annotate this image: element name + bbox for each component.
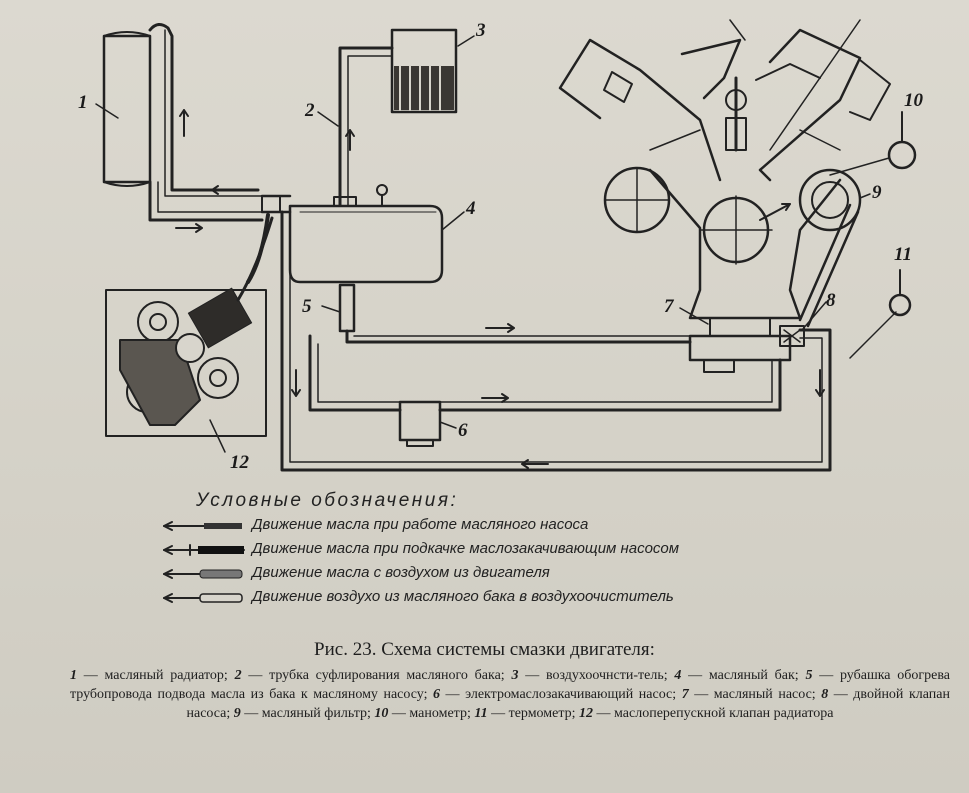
callout-2: 2 (305, 100, 315, 121)
callout-7: 7 (664, 296, 674, 317)
air-cleaner (390, 28, 458, 114)
caption-text: — масляный насос; (688, 687, 822, 702)
legend-item-label: Движение масла с воздухом из двигателя (252, 564, 550, 581)
caption-text: — термометр; (487, 706, 580, 721)
caption-num: 9 (233, 706, 241, 721)
callout-5: 5 (302, 296, 312, 317)
callout-6: 6 (458, 420, 468, 441)
caption-num: 4 (674, 668, 682, 683)
callout-9: 9 (872, 182, 882, 203)
caption-num: 3 (511, 668, 519, 683)
caption-text: — масляный бак; (681, 668, 806, 683)
caption-text: — электромаслозакачивающий насос; (440, 687, 682, 702)
flow-arrows (175, 109, 825, 469)
electric-oil-pump (398, 400, 442, 447)
engine-block (558, 19, 891, 320)
legend-item-label: Движение воздухо из масляного бака в воз… (252, 588, 674, 605)
caption-text: — манометр; (388, 706, 475, 721)
legend-symbol-priming (163, 544, 245, 556)
legend-symbol-air (163, 593, 243, 603)
legend-symbols (163, 521, 245, 603)
legend-title: Условные обозначения: (196, 490, 459, 511)
caption-text: — масляный фильтр; (240, 706, 375, 721)
heating-jacket (338, 283, 692, 344)
caption-num: 10 (374, 706, 389, 721)
caption-text: — рубашка обогрева трубопровода подвода … (70, 668, 951, 702)
callout-12: 12 (230, 452, 249, 473)
legend-item-label: Движение масла при подкачке маслозакачив… (252, 540, 680, 557)
callout-11: 11 (894, 244, 912, 265)
oil-radiator (102, 23, 264, 222)
callout-1: 1 (78, 92, 88, 113)
caption-text: — трубка суфлирования масляного бака; (241, 668, 512, 683)
oil-tank (288, 184, 444, 284)
lubrication-diagram (95, 19, 917, 603)
legend-symbol-oil-air (163, 569, 243, 579)
callout-8: 8 (826, 290, 836, 311)
caption-num: 7 (681, 687, 689, 702)
radiator-bypass-valve (105, 213, 274, 437)
caption-num: 6 (433, 687, 441, 702)
figure-caption-title: Рис. 23. Схема системы смазки двигателя: (314, 639, 655, 660)
caption-text: — масляный радиатор; (77, 668, 235, 683)
caption-text: — маслоперепускной клапан радиатора (593, 706, 834, 721)
caption-text: — двойной клапан насоса; (186, 687, 950, 721)
tank-inlet-fitting (261, 195, 281, 213)
oil-filter (798, 168, 862, 328)
pressure-gauge (829, 111, 917, 176)
caption-num: 2 (234, 668, 242, 683)
double-valve (779, 325, 805, 347)
callout-4: 4 (466, 198, 476, 219)
legend-symbol-pump (163, 521, 242, 531)
callout-3: 3 (476, 20, 486, 41)
caption-num: 5 (805, 668, 813, 683)
thermometer (849, 269, 912, 359)
caption-num: 12 (579, 706, 594, 721)
caption-text: — воздухоочнсти-тель; (518, 668, 675, 683)
oil-return-pipeline (280, 210, 832, 472)
legend-item-label: Движение масла при работе масляного насо… (252, 516, 589, 533)
caption-num: 8 (821, 687, 829, 702)
oil-pump (688, 317, 792, 373)
caption-num: 1 (70, 668, 77, 683)
caption-num: 11 (474, 706, 488, 721)
callout-10: 10 (904, 90, 923, 111)
leader-lines (95, 35, 871, 453)
breather-tube (338, 46, 394, 207)
figure-caption-body: 1 — масляный радиатор; 2 — трубка суфлир… (70, 666, 950, 723)
